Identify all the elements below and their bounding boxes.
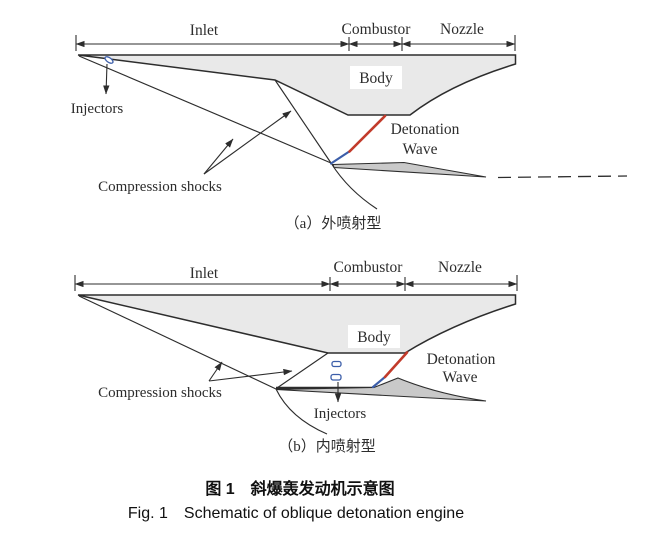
compression-shocks-arrow-2 — [208, 368, 293, 382]
detonation-wave-label-line1: Detonation — [391, 121, 460, 138]
panel-a: Inlet Combustor Nozzle Injectors Compres… — [71, 21, 628, 232]
compression-shock-2 — [274, 79, 332, 164]
engine-body-shape — [77, 54, 517, 116]
nozzle-label: Nozzle — [438, 259, 482, 276]
body-label-background — [348, 325, 400, 348]
inlet-label: Inlet — [190, 22, 219, 39]
inlet-label: Inlet — [190, 265, 219, 282]
detonation-wave-label-line2: Wave — [443, 369, 478, 386]
nozzle-label: Nozzle — [440, 21, 484, 38]
body-label: Body — [359, 70, 393, 87]
initiation-segment-blue — [371, 375, 387, 389]
panel-b-caption: （b）内喷射型 — [278, 438, 376, 455]
cowl-wedge-shape — [275, 377, 487, 402]
injectors-pointer-arrow — [103, 63, 110, 95]
detonation-wave-line — [383, 351, 409, 379]
figure-caption-english: Fig. 1 Schematic of oblique detonation e… — [127, 505, 465, 522]
figure-caption-chinese: 图 1 斜爆轰发动机示意图 — [205, 481, 395, 498]
compression-shock-1 — [78, 295, 277, 390]
body-label-background — [350, 66, 402, 89]
injectors-label: Injectors — [71, 101, 124, 117]
initiation-segment-blue — [329, 149, 352, 165]
cowl-shape — [332, 161, 487, 178]
injector-port-icon — [104, 56, 114, 64]
detonation-wave-line — [348, 114, 387, 153]
compression-shocks-arrow-1 — [203, 138, 234, 175]
detonation-wave-label-line2: Wave — [403, 141, 438, 158]
injector-port-icon — [330, 373, 342, 381]
duct-ramp-edge — [276, 352, 329, 389]
panel-a-caption: （a）外喷射型 — [285, 215, 382, 232]
compression-shocks-label: Compression shocks — [98, 179, 222, 195]
combustor-label: Combustor — [342, 21, 412, 38]
panel-b: Inlet Combustor Nozzle Injectors — [74, 259, 518, 455]
body-label: Body — [357, 329, 391, 346]
compression-shock-1 — [78, 55, 332, 164]
schematic-canvas: Inlet Combustor Nozzle Injectors Compres… — [71, 21, 628, 455]
compression-shocks-label: Compression shocks — [98, 385, 222, 401]
combustor-label: Combustor — [334, 259, 404, 276]
injector-port-icon — [331, 360, 342, 368]
compression-shocks-arrow-1 — [208, 361, 223, 382]
compression-shocks-arrow-2 — [203, 110, 292, 175]
slip-line — [275, 388, 328, 435]
detonation-wave-label-line1: Detonation — [427, 351, 496, 368]
injectors-label: Injectors — [314, 406, 367, 422]
flow-path-dashed-line — [497, 175, 628, 179]
engine-body-shape — [77, 294, 517, 354]
